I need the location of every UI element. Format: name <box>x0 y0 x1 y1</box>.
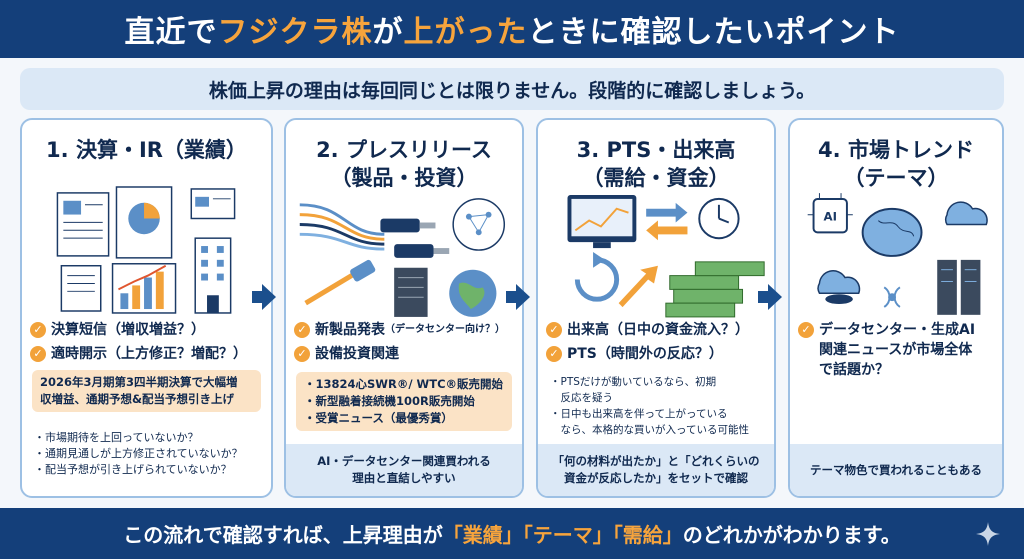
bullet-item: ・PTSだけが動いているなら、初期 <box>550 376 717 388</box>
check-label: データセンター・生成AI 関連ニュースが市場全体で話題か？ <box>819 320 975 380</box>
card-title: 4. 市場トレンド <box>818 138 974 162</box>
check-list: ✓ 出来高（日中の資金流入？） ✓ PTS（時間外の反応？） <box>546 320 768 368</box>
bullet-item: ・通期見通しが上方修正されていないか？ <box>34 447 243 460</box>
check-circle-icon: ✓ <box>798 322 814 338</box>
check-item: ✓ データセンター・生成AI 関連ニュースが市場全体で話題か？ <box>798 320 996 380</box>
check-circle-icon: ✓ <box>546 346 562 362</box>
title-part: が <box>372 15 404 50</box>
check-line: で話題か？ <box>819 362 889 378</box>
footer-line: テーマ物色で買われることもある <box>810 462 982 477</box>
card-subtitle: （テーマ） <box>843 166 949 190</box>
step-card-market-trend: 4. 市場トレンド （テーマ） AI ✓ データセンター・生成AI 関連ニュースが… <box>788 118 1004 498</box>
sparkle-icon <box>976 522 1000 546</box>
footer-line: 資金が反応したか」をセットで確認 <box>564 471 748 485</box>
earnings-note: 2026年3月期第3四半期決算で大幅増 収増益、通期予想&配当予想引き上げ <box>32 370 261 412</box>
bullet-item: なら、本格的な買いが入っている可能性 <box>550 424 749 436</box>
bullet-item: ・日中も出来高を伴って上がっている <box>550 408 728 420</box>
check-list: ✓ データセンター・生成AI 関連ニュースが市場全体で話題か？ <box>798 320 996 384</box>
keyword-supply-demand: 「需給」 <box>612 523 683 547</box>
card-title: 2. プレスリリース <box>316 138 492 162</box>
check-item: ✓ PTS（時間外の反応？） <box>546 344 768 364</box>
bullet-item: ・市場期待を上回っていないか？ <box>34 431 199 444</box>
check-item: ✓ 適時開示（上方修正？増配？） <box>30 344 265 364</box>
ai-cloud-datacenter-icon: AI <box>807 193 988 315</box>
check-label-note: （データセンター向け？） <box>385 324 505 335</box>
conclusion-part: のどれかがわかります。 <box>682 523 901 547</box>
check-item: ✓ 決算短信（増収増益？） <box>30 320 265 340</box>
check-item: ✓ 設備投資関連 <box>294 344 516 364</box>
conclusion-part: この流れで確認すれば、上昇理由が <box>123 523 443 547</box>
check-label: 新製品発表 <box>315 322 385 338</box>
note-line: ・13824心SWR®/ WTC®販売開始 <box>304 377 504 391</box>
keyword-theme: 「テーマ」 <box>522 523 613 547</box>
check-line: 関連ニュースが市場全体 <box>819 342 973 358</box>
step-card-earnings: 1. 決算・IR（業績） ✓ 決算短信（増収増益？） ✓ 適時開示（上方修正？増配？… <box>20 118 273 498</box>
card-footer: 「何の材料が出たか」と「どれくらいの 資金が反応したか」をセットで確認 <box>538 444 774 496</box>
subtitle: 株価上昇の理由は毎回同じとは限りません。段階的に確認しましょう。 <box>208 79 816 102</box>
check-list: ✓ 新製品発表（データセンター向け？） ✓ 設備投資関連 <box>294 320 516 368</box>
card-footer: AI・データセンター関連買われる 理由と直結しやすい <box>286 444 522 496</box>
step-card-pts-volume: 3. PTS・出来高 （需給・資金） ✓ 出来高（日中の資金流入？） ✓ PTS（時… <box>536 118 776 498</box>
note-line: 収増益、通期予想&配当予想引き上げ <box>40 392 235 406</box>
check-label: PTS（時間外の反応？） <box>567 346 723 362</box>
card-subtitle: （製品・投資） <box>330 166 478 190</box>
check-circle-icon: ✓ <box>294 322 310 338</box>
title-part: ときに確認したいポイント <box>527 15 900 50</box>
header-banner: 直近でフジクラ株が上がったときに確認したいポイント <box>0 0 1024 58</box>
press-release-note: ・13824心SWR®/ WTC®販売開始 ・新型融着接続機100R販売開始 ・… <box>296 372 512 431</box>
check-circle-icon: ✓ <box>294 346 310 362</box>
right-arrow-icon <box>506 284 530 310</box>
check-label: 出来高（日中の資金流入？） <box>567 322 749 338</box>
check-label: 決算短信（増収増益？） <box>51 322 205 338</box>
card-title: 3. PTS・出来高 <box>576 138 736 162</box>
keyword-earnings: 「業績」 <box>442 523 523 547</box>
right-arrow-icon <box>252 284 276 310</box>
check-label: 適時開示（上方修正？増配？） <box>51 346 247 362</box>
step-card-press-release: 2. プレスリリース （製品・投資） ✓ 新製品発表（データセンター向け？） ✓ 設… <box>284 118 524 498</box>
bullet-list: ・PTSだけが動いているなら、初期 反応を疑う ・日中も出来高を伴って上がってい… <box>550 374 768 438</box>
card-title: 1. 決算・IR（業績） <box>46 138 247 162</box>
page-title: 直近でフジクラ株が上がったときに確認したいポイント <box>125 7 900 51</box>
card-subtitle: （需給・資金） <box>582 166 730 190</box>
fiber-cable-icon <box>299 198 506 317</box>
subtitle-bar: 株価上昇の理由は毎回同じとは限りません。段階的に確認しましょう。 <box>20 68 1004 110</box>
check-circle-icon: ✓ <box>30 322 46 338</box>
check-item: ✓ 新製品発表（データセンター向け？） <box>294 320 516 340</box>
financial-documents-icon <box>56 186 236 314</box>
right-arrow-icon <box>758 284 782 310</box>
note-line: ・受賞ニュース（最優秀賞） <box>304 411 453 425</box>
footer-line: 理由と直結しやすい <box>352 471 456 485</box>
bottom-banner: この流れで確認すれば、上昇理由が「業績」「テーマ」「需給」のどれかがわかります。 <box>0 508 1024 559</box>
title-part: 直近で <box>124 15 218 50</box>
footer-line: AI・データセンター関連買われる <box>317 454 491 468</box>
title-highlight: フジクラ株 <box>217 15 373 50</box>
trading-money-icon <box>567 194 765 318</box>
check-item: ✓ 出来高（日中の資金流入？） <box>546 320 768 340</box>
bullet-item: ・配当予想が引き上げられていないか？ <box>34 463 232 476</box>
check-list: ✓ 決算短信（増収増益？） ✓ 適時開示（上方修正？増配？） <box>30 320 265 368</box>
conclusion-text: この流れで確認すれば、上昇理由が「業績」「テーマ」「需給」のどれかがわかります。 <box>123 519 900 548</box>
check-label: 設備投資関連 <box>315 346 399 362</box>
title-highlight: 上がった <box>403 15 528 50</box>
bullet-list: ・市場期待を上回っていないか？ ・通期見通しが上方修正されていないか？ ・配当予… <box>34 430 265 478</box>
footer-line: 「何の材料が出たか」と「どれくらいの <box>552 454 760 468</box>
card-footer: テーマ物色で買われることもある <box>790 444 1002 496</box>
check-circle-icon: ✓ <box>546 322 562 338</box>
check-line: データセンター・生成AI <box>819 322 976 338</box>
svg-text:AI: AI <box>823 210 836 224</box>
check-circle-icon: ✓ <box>30 346 46 362</box>
note-line: ・新型融着接続機100R販売開始 <box>304 394 475 408</box>
note-line: 2026年3月期第3四半期決算で大幅増 <box>40 375 238 389</box>
bullet-item: 反応を疑う <box>550 392 613 404</box>
